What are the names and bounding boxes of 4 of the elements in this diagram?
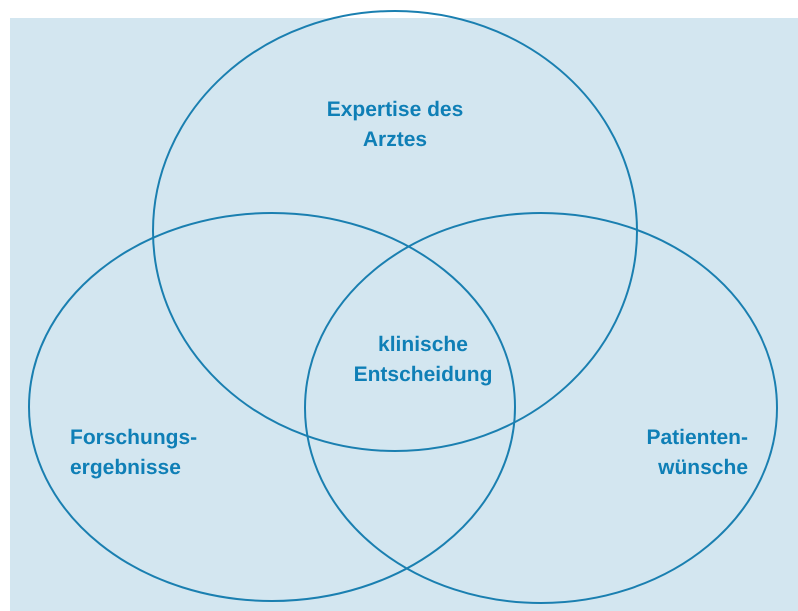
center-label: klinische Entscheidung [352, 332, 494, 388]
circle-label: Forschungs- ergebnisse [70, 425, 198, 481]
circle-label: Patienten- wünsche [645, 425, 748, 481]
circle-label: Expertise des Arztes [326, 97, 464, 153]
